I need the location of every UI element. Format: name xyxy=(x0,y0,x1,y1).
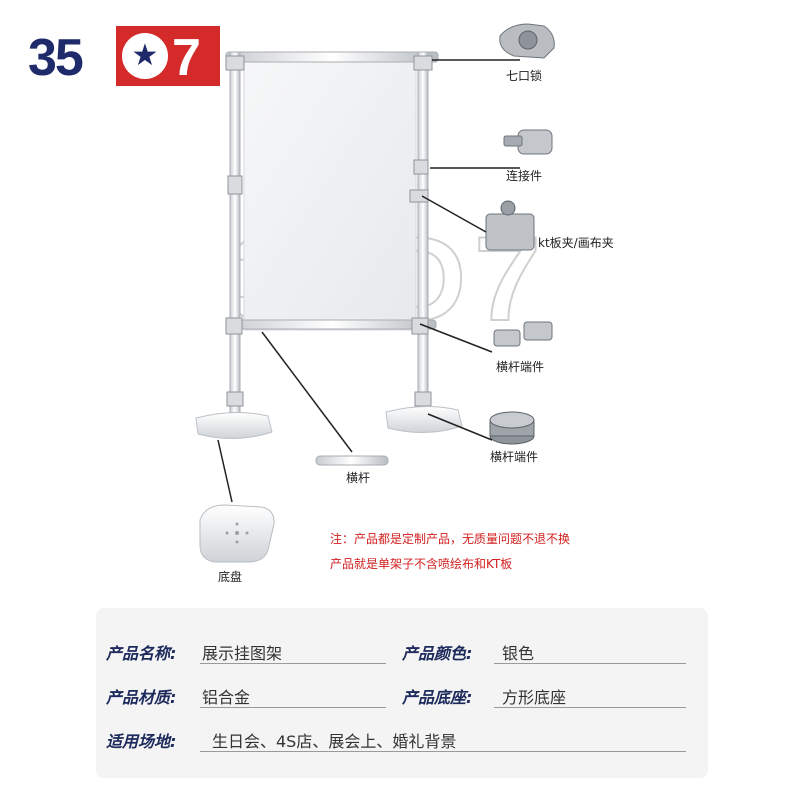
leader-lines xyxy=(217,59,520,503)
joint xyxy=(225,55,245,71)
joint xyxy=(411,317,429,335)
joint xyxy=(413,55,433,71)
divider xyxy=(200,707,386,708)
note-line-1: 注：产品都是定制产品，无质量问题不退不换 xyxy=(330,532,571,546)
logo-circle xyxy=(122,33,168,79)
label-crossbar-end-1: 横杆端件 xyxy=(496,360,545,374)
crossbar-end-part-2 xyxy=(489,411,535,445)
spec-name-key: 产品名称: xyxy=(106,644,177,663)
product-illustration: 35D7 xyxy=(195,23,555,563)
spec-color-value: 银色 xyxy=(502,644,535,663)
spec-venue-key: 适用场地: xyxy=(106,732,177,751)
joint xyxy=(227,175,243,195)
loose-crossbar xyxy=(315,455,389,466)
logo-digits: 35 xyxy=(28,29,84,87)
joint xyxy=(414,391,432,407)
spec-material-key: 产品材质: xyxy=(106,688,177,707)
joint xyxy=(225,317,243,335)
divider xyxy=(494,663,686,664)
spec-material-value: 铝合金 xyxy=(202,688,251,707)
qikousuo-part xyxy=(499,23,555,59)
label-crossbar-end-2: 横杆端件 xyxy=(490,450,539,464)
bottom-crossbar xyxy=(227,319,437,330)
divider xyxy=(200,663,386,664)
joint xyxy=(409,189,429,203)
logo-red-box: ★ 7 xyxy=(116,26,220,87)
brand-logo: 35 ★ 7 xyxy=(28,26,220,90)
divider xyxy=(494,707,686,708)
label-base: 底盘 xyxy=(218,570,243,584)
label-qikousuo: 七口锁 xyxy=(506,69,543,83)
joint xyxy=(413,159,429,175)
label-lianjiejian: 连接件 xyxy=(506,169,543,183)
right-base xyxy=(385,405,463,434)
kt-clip-part xyxy=(485,200,535,251)
left-base xyxy=(195,411,273,440)
divider xyxy=(200,751,686,752)
spec-base-key: 产品底座: xyxy=(402,688,473,707)
lianjiejian-part xyxy=(503,129,553,155)
spec-name-value: 展示挂图架 xyxy=(202,644,283,663)
label-kt-clip: kt板夹/画布夹 xyxy=(538,236,614,250)
logo-seven: 7 xyxy=(172,29,201,87)
banner-panel xyxy=(243,59,417,331)
joint xyxy=(226,391,244,407)
star-icon: ★ xyxy=(131,38,159,73)
note-line-2: 产品就是单架子不含喷绘布和KT板 xyxy=(330,557,513,571)
right-pole xyxy=(417,51,429,423)
crossbar-end-part-1 xyxy=(493,321,553,347)
label-crossbar: 横杆 xyxy=(346,471,371,485)
spec-color-key: 产品颜色: xyxy=(402,644,473,663)
spec-venue-value: 生日会、4S店、展会上、婚礼背景 xyxy=(212,732,457,751)
left-pole xyxy=(229,51,241,423)
specs-panel: 产品名称: 展示挂图架 产品颜色: 银色 产品材质: 铝合金 产品底座: 方形底… xyxy=(96,608,708,778)
spec-base-value: 方形底座 xyxy=(502,688,567,707)
top-crossbar xyxy=(225,51,439,63)
